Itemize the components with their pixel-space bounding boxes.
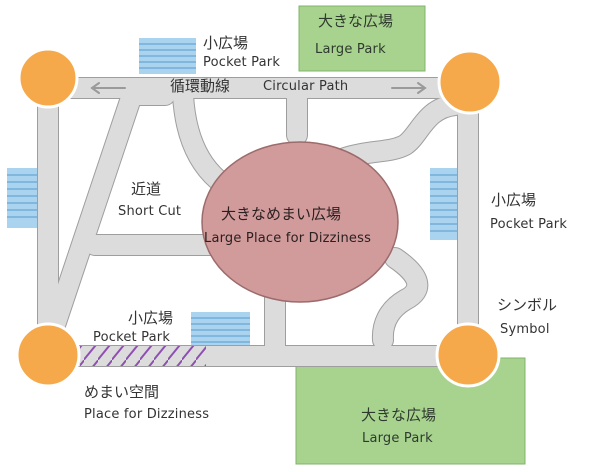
pocket-park-top	[139, 38, 196, 74]
symbol-jp: シンボル	[497, 296, 558, 314]
center-plaza-jp: 大きなめまい広場	[221, 205, 342, 223]
symbol-en: Symbol	[500, 322, 550, 337]
short-cut-jp: 近道	[131, 180, 162, 198]
node-top-left	[17, 47, 79, 109]
center-plaza-en: Large Place for Dizziness	[204, 231, 372, 246]
node-bottom-left	[15, 322, 81, 388]
large-park-top-en: Large Park	[315, 42, 386, 57]
pocket-park-top-jp: 小広場	[203, 34, 249, 52]
center-plaza	[201, 141, 399, 303]
pocket-park-left	[7, 168, 39, 228]
circular-path-en: Circular Path	[263, 79, 349, 94]
path-network	[37, 77, 479, 367]
dizziness-hatch	[80, 346, 206, 366]
large-park-top	[298, 5, 426, 72]
pocket-park-bottom-jp: 小広場	[128, 309, 174, 327]
pocket-park-right-en: Pocket Park	[490, 217, 568, 232]
arrow-left-icon	[90, 82, 126, 94]
large-park-bottom-en: Large Park	[362, 431, 433, 446]
large-park-top-jp: 大きな広場	[318, 12, 394, 30]
pocket-park-bottom-en: Pocket Park	[93, 330, 171, 345]
dizziness-place-en: Place for Dizziness	[84, 407, 210, 422]
pocket-park-right	[430, 168, 462, 240]
node-top-right	[437, 49, 503, 115]
dizziness-place-jp: めまい空間	[84, 383, 160, 401]
arrow-right-icon	[391, 82, 427, 94]
circular-path-jp: 循環動線	[170, 77, 231, 95]
short-cut-en: Short Cut	[118, 204, 182, 219]
pocket-park-top-en: Pocket Park	[203, 55, 281, 70]
node-bottom-right	[435, 322, 501, 388]
pocket-park-bottom	[191, 312, 250, 348]
large-park-bottom-jp: 大きな広場	[361, 406, 437, 424]
pocket-park-right-jp: 小広場	[491, 191, 537, 209]
